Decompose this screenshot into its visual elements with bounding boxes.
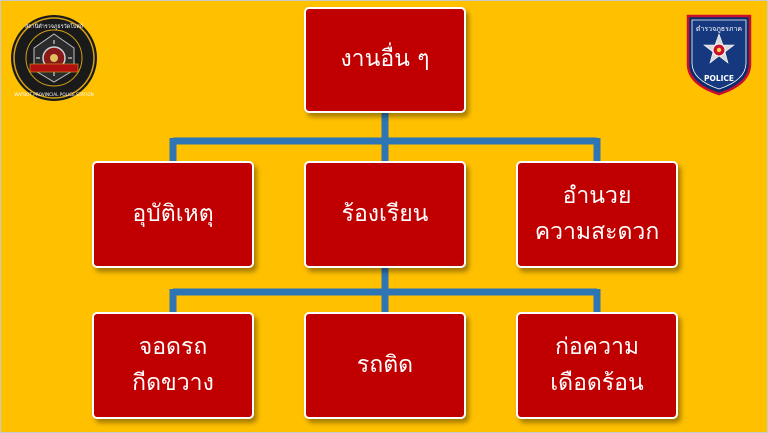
node-obstructive-parking-label: จอดรถ กีดขวาง: [132, 333, 214, 396]
node-root: งานอื่น ๆ: [304, 7, 466, 113]
node-convenience-label: อำนวย ความสะดวก: [534, 182, 660, 245]
node-root-label: งานอื่น ๆ: [340, 46, 430, 73]
logo-right-police-text: POLICE: [704, 74, 734, 83]
node-complaint: ร้องเรียน: [304, 161, 466, 268]
logo-left-ring-text: WATBOT PROVINCIAL POLICE STATION: [14, 92, 94, 97]
node-traffic-jam: รถติด: [304, 312, 466, 419]
police-station-logo: สถานีตำรวจภูธรวัดโบสถ์ WATBOT PROVINCIAL…: [11, 15, 97, 101]
node-disturbance: ก่อความเดือดร้อน: [516, 312, 678, 419]
node-convenience: อำนวย ความสะดวก: [516, 161, 678, 268]
logo-left-top-text: สถานีตำรวจภูธรวัดโบสถ์: [25, 23, 83, 30]
police-badge-logo: ตำรวจภูธรภาค POLICE: [686, 14, 752, 96]
node-complaint-label: ร้องเรียน: [341, 200, 429, 227]
node-traffic-jam-label: รถติด: [356, 351, 414, 378]
logo-right-top-text: ตำรวจภูธรภาค: [696, 25, 742, 33]
node-obstructive-parking: จอดรถ กีดขวาง: [92, 312, 254, 419]
node-disturbance-label: ก่อความเดือดร้อน: [550, 333, 644, 396]
node-accident-label: อุบัติเหตุ: [132, 200, 214, 227]
node-accident: อุบัติเหตุ: [92, 161, 254, 268]
